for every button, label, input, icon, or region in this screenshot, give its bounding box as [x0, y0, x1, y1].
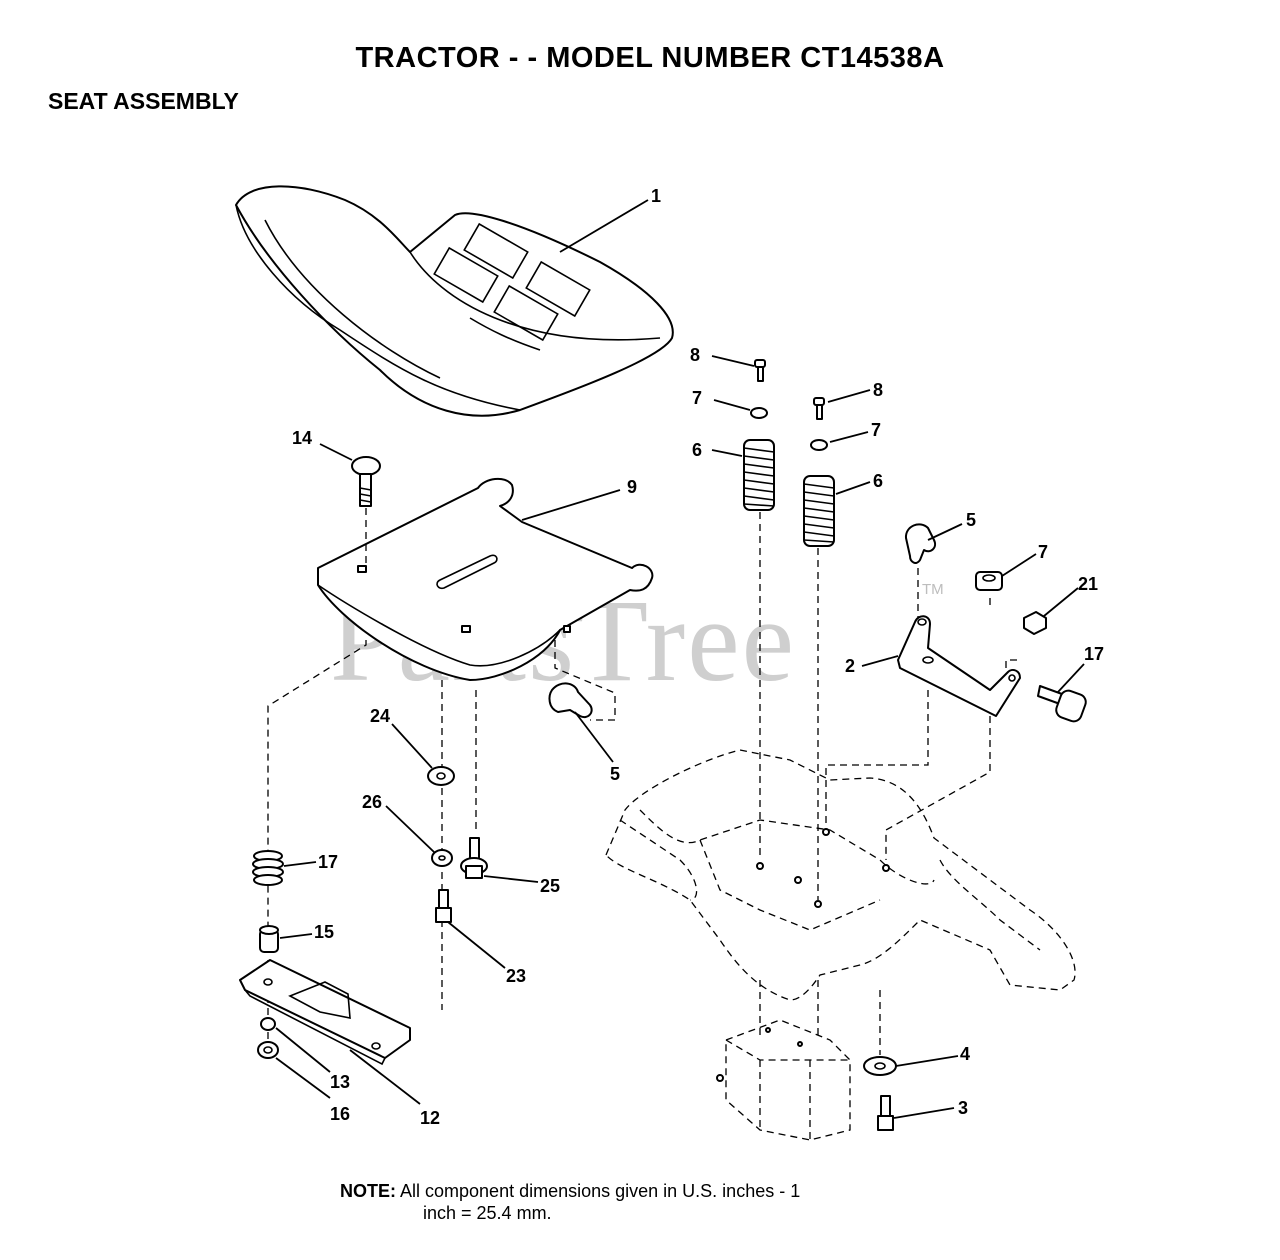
nut-17 [257, 1041, 279, 1059]
knob-21 [1037, 685, 1087, 723]
slide-rail-12 [239, 959, 411, 1066]
spring-16 [252, 850, 284, 886]
carriage-bolt-14 [351, 456, 381, 507]
callout-4: 4 [960, 1044, 970, 1064]
nut-13 [260, 1017, 276, 1031]
bushing-15 [259, 925, 279, 953]
callout-16: 17 [318, 852, 338, 872]
callout-15: 15 [314, 922, 334, 942]
section-title: SEAT ASSEMBLY [48, 88, 239, 114]
callout-3: 3 [958, 1098, 968, 1118]
callout-2: 2 [845, 656, 855, 676]
page-title: TRACTOR - - MODEL NUMBER CT14538A [355, 42, 945, 74]
exploded-parts-diagram: PartsTree TM 1 9 14 5 [235, 185, 1104, 1141]
spring-7-right [803, 475, 835, 547]
callout-5-upper: 5 [966, 510, 976, 530]
callout-5-lower: 5 [610, 764, 620, 784]
watermark-tm: TM [922, 581, 944, 598]
washer-9-right [810, 439, 828, 451]
callout-24: 24 [370, 706, 390, 726]
footnote: NOTE: All component dimensions given in … [340, 1180, 960, 1224]
callout-17: 16 [330, 1104, 350, 1124]
callout-25: 25 [540, 876, 560, 896]
seat-part [235, 185, 674, 417]
spring-7-left [743, 439, 775, 511]
callout-21: 17 [1084, 644, 1104, 664]
wing-clip-5-upper [905, 523, 936, 564]
nut-22 [1023, 611, 1047, 635]
callout-7-left: 6 [692, 440, 702, 460]
bolt-25 [460, 837, 488, 879]
callout-14: 14 [292, 428, 312, 448]
washer-26 [431, 849, 453, 867]
callout-22: 21 [1078, 574, 1098, 594]
screw-8-right [813, 397, 825, 420]
callout-9-right: 7 [871, 420, 881, 440]
callout-7-right: 6 [873, 471, 883, 491]
washer-9-left [750, 407, 768, 419]
washer-4 [863, 1056, 897, 1076]
callout-26: 26 [362, 792, 382, 812]
callout-23: 23 [506, 966, 526, 986]
note-label: NOTE: [340, 1181, 396, 1201]
seat-pan-part [317, 477, 654, 681]
note-line-1: All component dimensions given in U.S. i… [400, 1181, 801, 1201]
callout-10: 9 [627, 477, 637, 497]
bolt-3 [877, 1095, 894, 1131]
tractor-frame-dashed [605, 749, 1076, 1141]
note-line-2: inch = 25.4 mm. [423, 1203, 552, 1223]
screw-8-left [754, 359, 766, 382]
callout-12: 12 [420, 1108, 440, 1128]
bolt-23 [435, 889, 452, 923]
callout-6: 7 [1038, 542, 1048, 562]
bracket-2 [897, 615, 1021, 717]
callout-1: 1 [651, 186, 661, 206]
callout-9-left: 7 [692, 388, 702, 408]
nut-6 [975, 571, 1003, 591]
callout-13: 13 [330, 1072, 350, 1092]
washer-24 [427, 766, 455, 786]
callout-8-right: 8 [873, 380, 883, 400]
callout-8-left: 8 [690, 345, 700, 365]
wing-clip-5-lower [548, 682, 593, 718]
